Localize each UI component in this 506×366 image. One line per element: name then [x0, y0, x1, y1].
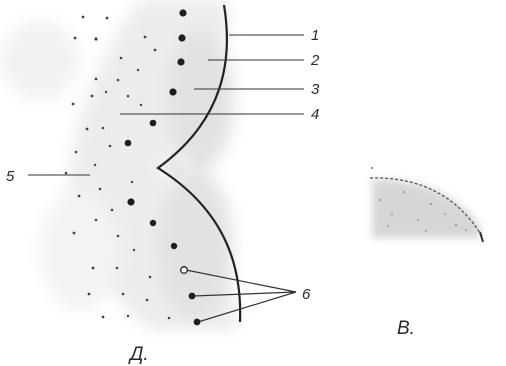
- callout-4: 4: [311, 106, 319, 123]
- panel-b: В.: [370, 167, 483, 339]
- panel-a-caption: Д.: [128, 344, 149, 365]
- callout-3: 3: [311, 81, 320, 98]
- vesicle-docked: [189, 293, 196, 300]
- callout-5: 5: [6, 168, 15, 185]
- vesicle-open: [181, 267, 188, 274]
- panel-a-shading: [0, 0, 238, 330]
- callout-1: 1: [311, 27, 319, 44]
- panel-a: 1 2 3 4 5 6 Д.: [0, 0, 320, 365]
- panel-b-shading: [372, 180, 480, 238]
- panel-b-membrane-edge: [480, 232, 483, 242]
- panel-b-caption: В.: [397, 318, 415, 339]
- vesicle-fusing: [194, 319, 201, 326]
- callout-6: 6: [302, 286, 311, 303]
- callout-2: 2: [310, 52, 320, 69]
